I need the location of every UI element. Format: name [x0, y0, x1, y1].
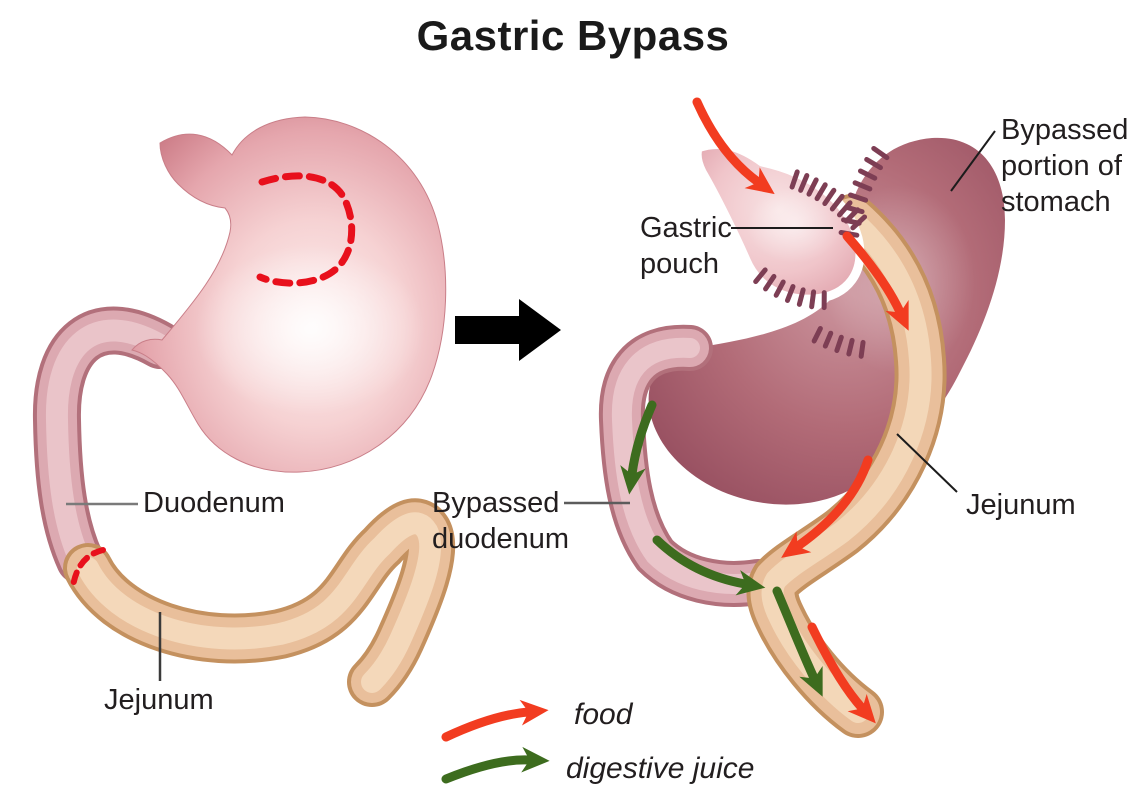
bypassed-stomach-leader-line — [950, 130, 996, 192]
label-jejunum-right: Jejunum — [966, 489, 1076, 521]
digestive-juice-flow-arrows — [620, 400, 823, 697]
stomach-highlight — [195, 245, 425, 415]
gastric-pouch-highlight — [747, 187, 843, 263]
label-bypassed-duodenum: Bypassed duodenum — [432, 487, 570, 555]
jejunum-right-leader-line — [896, 433, 958, 493]
bypass-figure — [564, 97, 1005, 738]
duodenum-tube — [32, 306, 184, 584]
legend-juice-arrow — [441, 746, 550, 784]
food-flow-arrows — [692, 97, 909, 724]
legend-food-arrow — [441, 699, 549, 742]
legend-label-digestive-juice: digestive juice — [566, 752, 755, 785]
label-duodenum: Duodenum — [143, 487, 285, 519]
transform-arrow — [455, 299, 561, 361]
suture-line-pouch-bottom-ticks — [753, 267, 827, 311]
jejunum-tube — [63, 498, 456, 707]
diagram-title: Gastric Bypass — [416, 12, 730, 59]
label-bypassed-stomach: Bypassed portion of stomach — [1001, 114, 1129, 218]
legend-label-food: food — [574, 698, 633, 731]
pouch-cut-outline-dashed — [256, 172, 356, 287]
normal-stomach-figure — [32, 116, 456, 707]
duodenum-cut-dashed — [70, 547, 106, 589]
label-jejunum-left: Jejunum — [104, 684, 214, 716]
label-gastric-pouch: Gastric pouch — [640, 212, 732, 280]
suture-line-stomach-top-ticks — [811, 325, 866, 359]
jejunum-roux-limb-tube — [746, 194, 947, 738]
legend — [441, 699, 550, 784]
